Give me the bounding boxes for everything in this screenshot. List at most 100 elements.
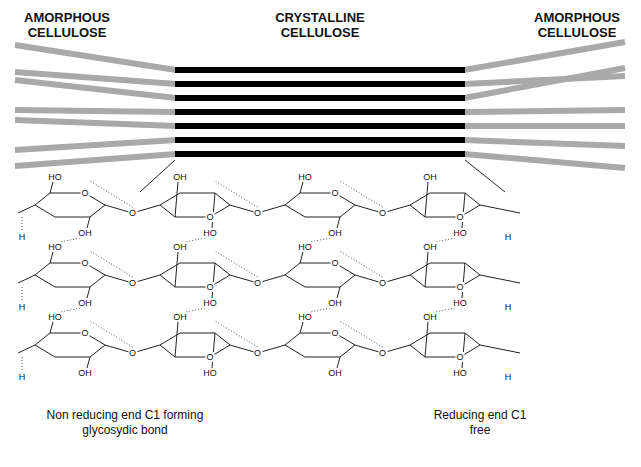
chemical-structure <box>18 181 520 371</box>
crystalline-chain <box>175 123 465 129</box>
crystalline-chain <box>175 81 465 87</box>
atom-label: OH <box>327 298 343 308</box>
atom-label: O <box>80 258 89 268</box>
hydrogen-bond <box>215 181 258 207</box>
glucose-ring <box>285 193 355 217</box>
atom-label: O <box>378 348 387 358</box>
atom-label: O <box>455 212 464 222</box>
atom-label: HO <box>202 368 218 378</box>
bond <box>300 322 303 333</box>
bond <box>18 205 35 213</box>
hydrogen-bond <box>340 321 383 347</box>
bond <box>50 252 53 263</box>
hydrogen-bond <box>60 238 80 242</box>
amorphous-chain <box>15 80 176 98</box>
atom-label: O <box>378 208 387 218</box>
bond <box>175 322 178 357</box>
atom-label: OH <box>422 312 438 322</box>
end-note: Non reducing end C1 forming glycosydic b… <box>35 408 215 438</box>
bond <box>212 263 215 298</box>
crystalline-chain <box>175 151 465 157</box>
atom-label: O <box>330 258 339 268</box>
amorphous-chain <box>464 123 625 129</box>
bond <box>425 182 428 217</box>
bond <box>87 217 90 228</box>
crystalline-chain <box>175 137 465 143</box>
atom-label: OH <box>422 242 438 252</box>
atom-label: OH <box>77 368 93 378</box>
atom-label: OH <box>172 312 188 322</box>
amorphous-chain <box>15 120 176 126</box>
region-label: AMORPHOUS CELLULOSE <box>522 10 632 40</box>
bond <box>462 333 465 368</box>
region-label: CRYSTALLINE CELLULOSE <box>240 10 400 40</box>
atom-label: HO <box>47 242 63 252</box>
atom-label: O <box>205 282 214 292</box>
bond <box>480 205 520 213</box>
amorphous-chain <box>464 110 625 112</box>
hydrogen-bond <box>22 217 23 231</box>
bond <box>175 182 178 217</box>
hydrogen-bond <box>215 321 258 347</box>
amorphous-chain <box>464 154 625 168</box>
glucose-ring <box>35 333 105 357</box>
bond <box>337 287 340 298</box>
bond <box>212 333 215 368</box>
bond <box>18 345 35 353</box>
hydrogen-bond <box>310 308 330 312</box>
amorphous-chain <box>464 42 625 70</box>
atom-label: O <box>455 352 464 362</box>
end-note: Reducing end C1 free <box>425 408 535 438</box>
bond <box>462 263 465 298</box>
amorphous-chain <box>464 140 625 146</box>
atom-label: H <box>504 302 513 312</box>
region-label: AMORPHOUS CELLULOSE <box>12 10 122 40</box>
atom-label: HO <box>202 228 218 238</box>
bond <box>50 182 53 193</box>
atom-label: HO <box>452 228 468 238</box>
glucose-ring <box>160 263 230 287</box>
glucose-ring <box>35 193 105 217</box>
crystalline-chain <box>175 109 465 115</box>
atom-label: O <box>330 188 339 198</box>
bond <box>425 322 428 357</box>
glucose-ring <box>35 263 105 287</box>
leader-line <box>140 160 175 192</box>
atom-label: H <box>504 372 513 382</box>
atom-label: HO <box>452 298 468 308</box>
atom-label: OH <box>172 242 188 252</box>
atom-label: O <box>205 212 214 222</box>
atom-label: HO <box>297 172 313 182</box>
cellulose-chains <box>15 42 625 168</box>
atom-label: OH <box>77 228 93 238</box>
atom-label: HO <box>452 368 468 378</box>
crystalline-chain <box>175 67 465 73</box>
atom-label: O <box>253 208 262 218</box>
glucose-ring <box>410 263 480 287</box>
leader-line <box>465 160 505 192</box>
atom-label: HO <box>202 298 218 308</box>
atom-label: H <box>504 232 513 242</box>
atom-label: O <box>128 348 137 358</box>
amorphous-chain <box>15 110 176 112</box>
atom-label: OH <box>327 368 343 378</box>
glucose-ring <box>410 333 480 357</box>
atom-label: O <box>378 278 387 288</box>
bond <box>18 275 35 283</box>
hydrogen-bond <box>340 251 383 277</box>
atom-label: O <box>80 188 89 198</box>
bond <box>462 193 465 228</box>
hydrogen-bond <box>22 357 23 371</box>
atom-label: OH <box>172 172 188 182</box>
amorphous-chain <box>464 68 625 98</box>
atom-label: H <box>18 232 27 242</box>
atom-label: O <box>128 208 137 218</box>
atom-label: HO <box>47 312 63 322</box>
atom-label: H <box>18 302 27 312</box>
glucose-ring <box>160 333 230 357</box>
glucose-ring <box>285 263 355 287</box>
bond <box>480 275 520 283</box>
bond <box>175 252 178 287</box>
